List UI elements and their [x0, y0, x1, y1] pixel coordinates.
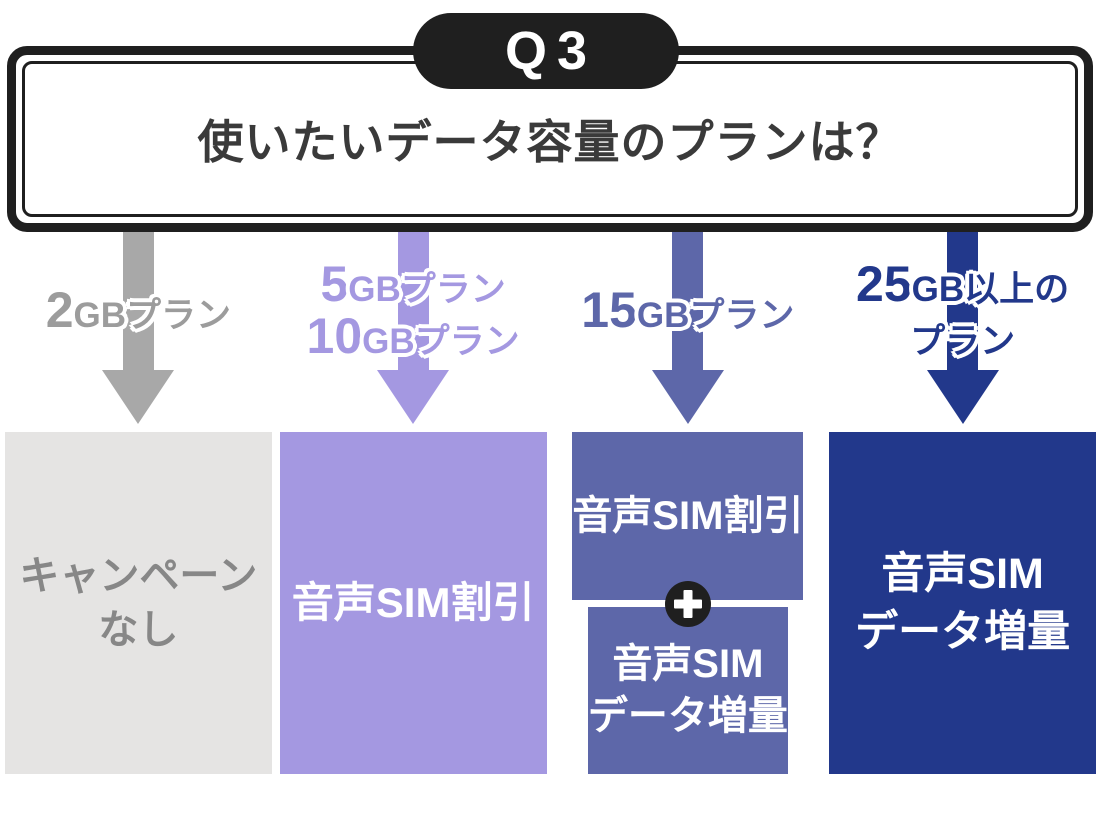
plan-unit: GBプラン: [636, 296, 795, 335]
arrow-shaft: [672, 232, 704, 370]
q3-badge-label: Q3: [504, 21, 598, 81]
result-subbox-voice-sim-discount: 音声SIM割引: [572, 432, 804, 600]
plan-unit: GBプラン: [362, 322, 520, 361]
plan-column-2gb: 2GBプラン: [5, 232, 272, 432]
plan-column-25gb-plus: 25GB以上の プラン: [829, 232, 1096, 432]
plan-label-line: プラン: [856, 311, 1069, 361]
plan-label-line: 5GBプラン: [307, 259, 520, 309]
result-text-line: なし: [98, 608, 179, 652]
question-text: 使いたいデータ容量のプランは？: [197, 116, 903, 168]
plan-size: 5: [320, 256, 349, 312]
plus-icon-vertical-bar: [683, 590, 693, 618]
result-text-line: 音声SIM: [612, 642, 764, 687]
arrow-shaft: [122, 232, 154, 370]
plan-unit: GBプラン: [73, 296, 232, 335]
plan-unit: プラン: [910, 322, 1016, 361]
plan-unit: GBプラン: [348, 270, 506, 309]
arrow-head: [651, 370, 724, 424]
result-text-line: キャンペーン: [19, 554, 258, 598]
arrow-head: [102, 370, 175, 424]
result-subbox-voice-sim-data-increase: 音声SIM データ増量: [587, 606, 788, 774]
result-box-campaign-none: キャンペーン なし: [5, 432, 272, 774]
plan-label-line: 2GBプラン: [46, 285, 231, 335]
plan-label-2gb: 2GBプラン: [46, 283, 231, 337]
down-arrow-icon: [377, 232, 450, 424]
result-box-voice-sim-data-increase: 音声SIM データ増量: [829, 432, 1096, 774]
plan-size: 25: [856, 256, 912, 312]
plan-label-line: 15GBプラン: [581, 285, 794, 335]
results-row: キャンペーン なし 音声SIM割引 音声SIM割引 音声SIM データ増量 音声…: [5, 432, 1096, 774]
result-text-line: 音声SIM: [881, 549, 1044, 598]
plan-label-15gb: 15GBプラン: [581, 283, 794, 337]
arrow-shaft: [397, 232, 429, 370]
q3-badge: Q3: [413, 13, 679, 89]
result-text-line: 音声SIM割引: [291, 578, 535, 626]
result-text-line: 音声SIM割引: [572, 493, 804, 538]
plan-size: 10: [306, 308, 363, 364]
plan-unit: GB以上の: [911, 270, 1070, 309]
result-box-split-15gb: 音声SIM割引 音声SIM データ増量: [555, 432, 822, 774]
arrow-head: [926, 370, 999, 424]
arrow-shaft: [947, 232, 979, 370]
plan-label-5gb-10gb: 5GBプラン 10GBプラン: [307, 257, 520, 363]
plan-label-line: 10GBプラン: [307, 311, 520, 361]
plan-column-15gb: 15GBプラン: [555, 232, 822, 432]
plus-icon: [664, 581, 711, 627]
result-text-line: データ増量: [855, 608, 1071, 656]
plan-size: 2: [45, 282, 74, 338]
arrows-row: 2GBプラン 5GBプラン 10GBプラン 15GBプラン: [5, 232, 1096, 432]
plan-size: 15: [581, 282, 637, 338]
plan-column-5gb-10gb: 5GBプラン 10GBプラン: [280, 232, 547, 432]
arrow-head: [377, 370, 450, 424]
result-text-line: データ増量: [587, 694, 788, 739]
down-arrow-icon: [102, 232, 175, 424]
down-arrow-icon: [651, 232, 724, 424]
result-box-voice-sim-discount: 音声SIM割引: [279, 432, 547, 774]
plan-label-25gb-plus: 25GB以上の プラン: [856, 257, 1069, 363]
plan-label-line: 25GB以上の: [856, 259, 1069, 309]
down-arrow-icon: [926, 232, 999, 424]
